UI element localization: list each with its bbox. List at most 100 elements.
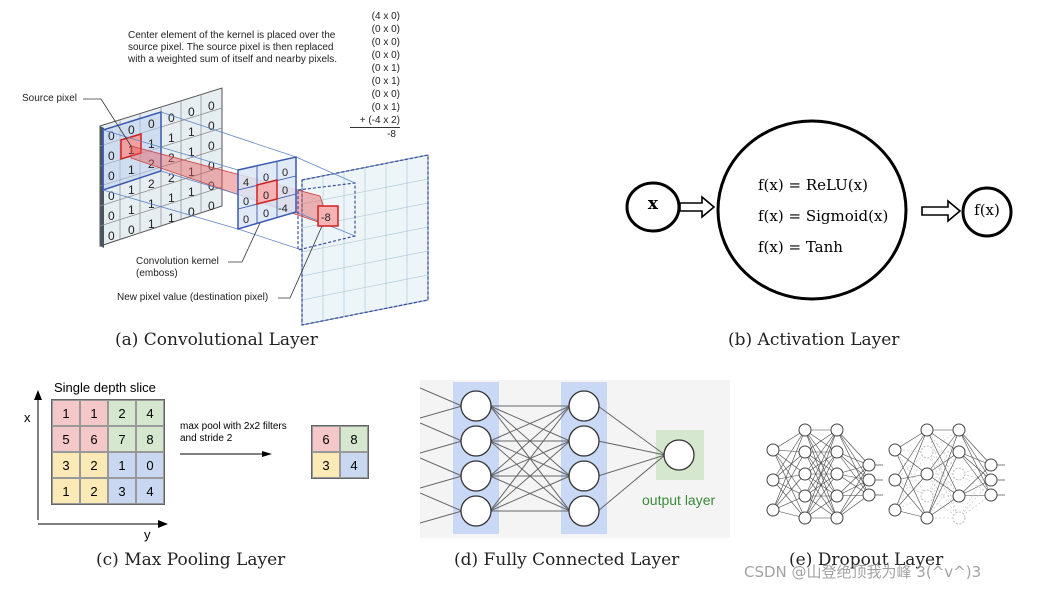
output-arrow [921,199,962,223]
svg-text:0: 0 [188,205,195,219]
svg-text:1: 1 [168,191,175,205]
destination-pixel [317,205,339,227]
tanh-function: f(x) = Tanh [758,238,843,256]
input-node [625,181,681,233]
projection-lines [102,111,356,251]
neuron [830,467,844,481]
neuron [798,467,812,481]
svg-text:0: 0 [282,185,288,197]
y-axis-label: y [144,527,151,542]
neuron [766,443,780,457]
activation-panel: x f(x) f(x) = ReLU(x) f(x) = Sigmoid(x) … [600,110,1040,360]
svg-text:1: 1 [148,217,155,231]
svg-text:0: 0 [263,208,269,220]
connection [597,440,666,456]
svg-text:0: 0 [208,119,215,133]
svg-text:4: 4 [243,177,249,189]
neuron [568,425,600,457]
svg-text:1: 1 [128,143,135,157]
activation-diagram [625,119,1013,301]
pool-cell: 1 [52,478,80,504]
neuron [766,473,780,487]
neuron [862,488,876,502]
svg-text:0: 0 [263,172,269,184]
output-grid [301,154,429,326]
caption-conv: (a) Convolutional Layer [115,330,318,350]
svg-text:1: 1 [188,165,195,179]
pool-cell: 2 [80,452,108,478]
pool-cell: 1 [108,452,136,478]
pool-result-cell: 3 [312,452,340,478]
caption-activation: (b) Activation Layer [728,330,900,350]
pool-cell: 4 [136,478,164,504]
svg-text:1: 1 [168,131,175,145]
connection [489,405,571,477]
dropped-neuron [952,511,966,525]
neuron [830,445,844,459]
svg-text:0: 0 [208,99,215,113]
svg-text:2: 2 [168,151,175,165]
neuron [952,445,966,459]
svg-text:0: 0 [128,223,135,237]
svg-text:2: 2 [168,171,175,185]
pool-cell: 5 [52,426,80,452]
caption-fc: (d) Fully Connected Layer [454,550,680,570]
kernel-label: Convolution kernel (emboss) [136,256,219,279]
svg-text:0: 0 [243,214,249,226]
dropout-diagram [766,423,1005,525]
neuron [888,443,902,457]
caption-dropout: (e) Dropout Layer [789,550,944,570]
svg-text:0: 0 [108,189,115,203]
neuron [920,423,934,437]
output-neuron [663,439,695,471]
svg-text:2: 2 [148,177,155,191]
pool-result-cell: 8 [340,426,368,452]
connection [597,454,666,477]
svg-text:1: 1 [128,183,135,197]
neuron [888,503,902,517]
neuron [460,460,492,492]
svg-text:0: 0 [108,169,115,183]
svg-text:1: 1 [188,125,195,139]
dropout-panel: (e) Dropout Layer [745,410,1040,585]
neuron [920,467,934,481]
svg-text:0: 0 [263,190,269,202]
pool-cell: 3 [52,452,80,478]
connection [597,405,666,456]
pool-cell: 1 [52,400,80,426]
neuron [862,458,876,472]
connection [489,405,571,512]
neuron [920,511,934,525]
svg-text:1: 1 [128,163,135,177]
pool-cell: 7 [108,426,136,452]
pool-cell: 1 [80,400,108,426]
leader-lines [83,98,323,299]
neuron [798,445,812,459]
neuron [798,489,812,503]
svg-text:0: 0 [168,111,175,125]
svg-text:0: 0 [282,167,288,179]
neuron [984,458,998,472]
pool-cell: 0 [136,452,164,478]
neuron [460,390,492,422]
svg-text:0: 0 [208,159,215,173]
svg-text:0: 0 [108,209,115,223]
neuron [766,503,780,517]
fc-diagram [419,380,730,538]
calculation-column: (4 x 0)(0 x 0)(0 x 0) (0 x 0)(0 x 1)(0 x… [350,10,400,141]
output-node [961,186,1013,238]
svg-text:1: 1 [128,203,135,217]
watermark: CSDN @山登绝顶我为峰 3(^v^)3 [744,563,982,581]
dropped-neuron [920,489,934,503]
destination-value: -8 [321,212,331,224]
source-pixel-label: Source pixel [22,93,78,104]
neuron [862,473,876,487]
caption-pool: (c) Max Pooling Layer [96,550,286,570]
pool-cell: 2 [108,400,136,426]
